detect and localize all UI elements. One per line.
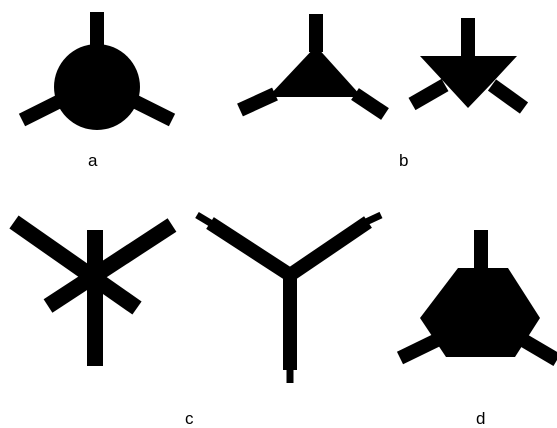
- figure-label-b: b: [399, 152, 408, 169]
- figure-d-arm-right: [523, 340, 557, 360]
- figure-d-hexagon-junction: [400, 230, 557, 360]
- figure-b-star-arm-right: [492, 85, 524, 108]
- figure-a-core-circle: [54, 44, 140, 130]
- figure-a-arm-left: [22, 100, 62, 120]
- figure-c-asterisk: [14, 222, 172, 366]
- figure-label-a: a: [88, 152, 97, 169]
- figure-c-y-arm-left-tip: [197, 215, 212, 224]
- figure-d-arm-left: [400, 340, 437, 358]
- figure-c-y-arm-left: [210, 223, 290, 275]
- figure-d-core-hexagon: [420, 268, 540, 357]
- figure-c-y-arm-right-tip: [366, 215, 381, 222]
- figure-c-y-junction: [197, 215, 381, 383]
- figure-label-c: c: [185, 410, 194, 427]
- figure-b-star-arm-left: [412, 85, 445, 104]
- figure-label-d: d: [476, 410, 485, 427]
- figure-c-y-arm-right: [290, 222, 368, 275]
- figure-b-triangle-junction: [240, 14, 385, 114]
- figure-b-star-junction: [412, 18, 524, 108]
- figure-a-arm-right: [132, 100, 172, 120]
- figure-b-core-triangle: [268, 46, 362, 97]
- figure-a-circle-junction: [22, 12, 172, 130]
